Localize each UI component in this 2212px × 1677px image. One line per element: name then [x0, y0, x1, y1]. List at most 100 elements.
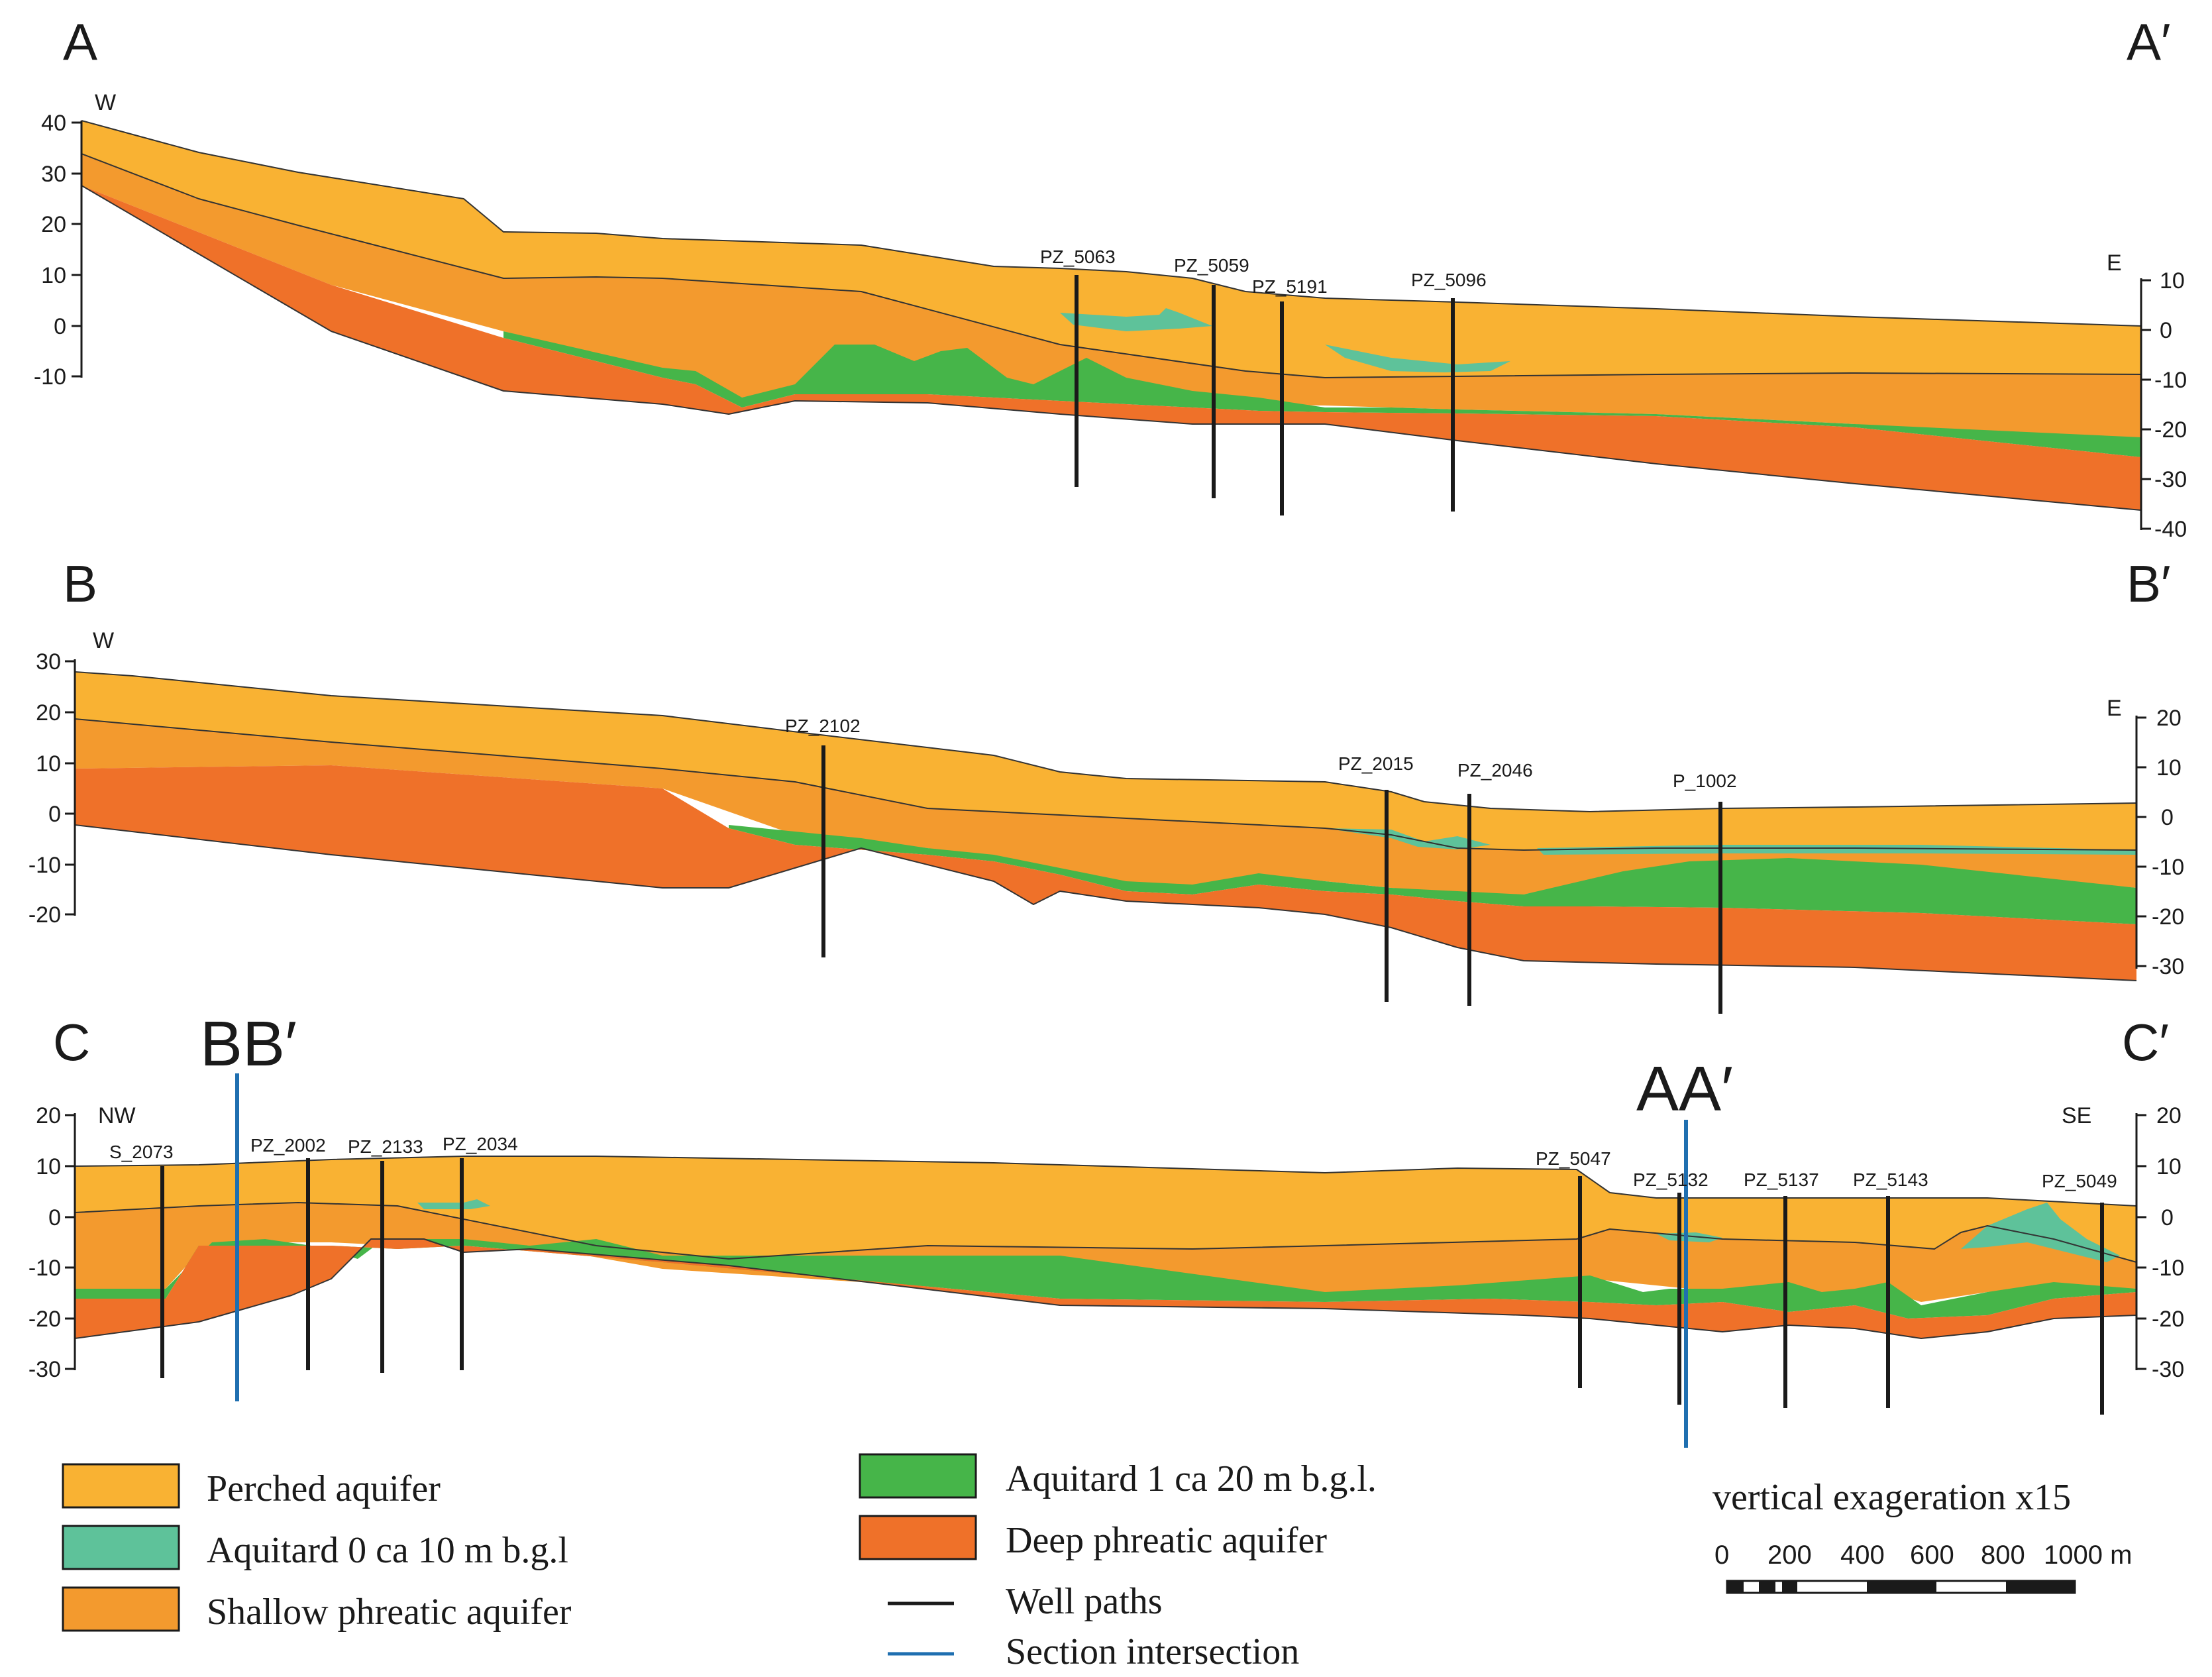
- section-b-top-line: [74, 671, 2137, 812]
- section-c-right-ticks: 20 10 0 -10 -20 -30: [2136, 1103, 2184, 1382]
- section-c-well-label: PZ_5049: [2042, 1171, 2117, 1191]
- section-c-bottom-line: [74, 1238, 2137, 1339]
- section-b-perched-layer: [75, 672, 2136, 850]
- section-c-right-tick: 20: [2156, 1103, 2182, 1128]
- section-c-left-direction: NW: [98, 1103, 136, 1128]
- scale-caption: vertical exageration x15: [1712, 1477, 2071, 1518]
- section-b-bottom-line: [74, 824, 2137, 981]
- legend-label-well-paths: Well paths: [1006, 1581, 1163, 1622]
- section-a-left-tick: 40: [41, 111, 66, 136]
- legend-swatch-perched: [62, 1463, 180, 1509]
- legend-swatch-deep: [859, 1515, 977, 1560]
- section-c-well-label: PZ_2133: [348, 1136, 423, 1157]
- section-c-right-direction: SE: [2062, 1103, 2091, 1128]
- section-a-left-ticks: 40 30 20 10 0 -10: [34, 111, 81, 390]
- section-a-left-tick: 0: [54, 314, 66, 339]
- section-a-perched-layer: [81, 121, 2141, 378]
- section-b-right-tick: -30: [2152, 954, 2184, 979]
- section-b-left-tick: 0: [48, 802, 61, 827]
- scale-label-600: 600: [1910, 1541, 1954, 1570]
- section-a-right-tick: 0: [2160, 318, 2172, 343]
- legend: Perched aquifer Aquitard 0 ca 10 m b.g.l…: [62, 1453, 1377, 1672]
- section-c-well-label: PZ_5047: [1536, 1148, 1611, 1169]
- section-b-right-direction: E: [2107, 696, 2122, 721]
- section-c-shallow-layer: [75, 1203, 2136, 1302]
- scale-label-0: 0: [1714, 1541, 1729, 1570]
- legend-swatch-aquitard1: [859, 1453, 977, 1499]
- scale-bar-segment: [1867, 1581, 1936, 1593]
- section-a-left-tick: 20: [41, 212, 66, 237]
- section-a-left-direction: W: [95, 90, 116, 115]
- section-a: PZ_5063 PZ_5059 PZ_5191 PZ_5096 A A′ W E…: [34, 13, 2187, 542]
- section-a-aquitard0-lens-2: [1325, 345, 1510, 372]
- section-b-left-tick: 20: [36, 700, 61, 726]
- section-a-well-label: PZ_5096: [1411, 270, 1487, 290]
- section-b: PZ_2102 PZ_2015 PZ_2046 P_1002 B B′ W E …: [28, 555, 2184, 1014]
- section-b-right-ticks: 20 10 0 -10 -20 -30: [2136, 706, 2184, 979]
- section-c-left-tick: 20: [36, 1103, 61, 1128]
- section-a-right-direction: E: [2107, 250, 2122, 276]
- section-a-start-label: A: [63, 13, 97, 71]
- section-a-bottom-line: [81, 185, 2142, 511]
- section-c-well-label: S_2073: [109, 1142, 174, 1162]
- section-c-well-label: PZ_2002: [250, 1135, 326, 1156]
- scale-bar: vertical exageration x15 0 200 400 600 8…: [1712, 1477, 2132, 1594]
- section-c-right-tick: 10: [2156, 1154, 2182, 1179]
- section-c-right-tick: -10: [2152, 1256, 2184, 1281]
- legend-label-section-intersection: Section intersection: [1006, 1631, 1299, 1672]
- legend-label-perched: Perched aquifer: [207, 1468, 441, 1509]
- section-c-intersection-label-bb: BB′: [200, 1008, 297, 1079]
- section-c-well-label: PZ_2034: [443, 1134, 518, 1154]
- section-c-right-tick: 0: [2161, 1205, 2174, 1230]
- legend-label-deep: Deep phreatic aquifer: [1006, 1520, 1327, 1561]
- legend-label-aquitard1: Aquitard 1 ca 20 m b.g.l.: [1006, 1458, 1377, 1499]
- section-c-left-tick: -10: [28, 1256, 61, 1281]
- section-a-well-label: PZ_5191: [1252, 276, 1328, 297]
- section-a-right-tick: -30: [2154, 467, 2187, 492]
- section-c-right-tick: -20: [2152, 1307, 2184, 1332]
- section-c-left-ticks: 20 10 0 -10 -20 -30: [28, 1103, 75, 1382]
- section-c-end-label: C′: [2122, 1013, 2169, 1071]
- section-a-well-label: PZ_5059: [1174, 255, 1249, 276]
- section-b-left-tick: -20: [28, 902, 61, 928]
- section-c-start-label: C: [53, 1013, 90, 1071]
- legend-swatch-shallow: [62, 1586, 180, 1632]
- section-b-well-label: PZ_2015: [1338, 753, 1414, 774]
- section-b-right-tick: -20: [2152, 904, 2184, 930]
- section-a-right-tick: -20: [2154, 417, 2187, 443]
- section-c-aquitard0-lens: [417, 1199, 490, 1209]
- section-b-left-tick: 30: [36, 649, 61, 675]
- section-a-right-tick: -40: [2154, 517, 2187, 542]
- section-c-aquitard0-dome: [1961, 1203, 2120, 1262]
- section-a-right-ticks: 10 0 -10 -20 -30 -40: [2141, 268, 2187, 542]
- section-b-right-tick: 10: [2156, 755, 2182, 781]
- section-a-aquitard1-layer: [503, 331, 2141, 457]
- scale-label-1000m: 1000 m: [2044, 1541, 2132, 1570]
- section-b-boundary-1: [74, 718, 2137, 851]
- scale-bar-segment: [2006, 1581, 2075, 1593]
- section-c-deep-layer: [75, 1239, 2136, 1338]
- section-a-right-tick: 10: [2160, 268, 2185, 294]
- section-c-well-label: PZ_5143: [1853, 1169, 1928, 1190]
- legend-swatch-aquitard0: [62, 1525, 180, 1570]
- section-c-well-label: PZ_5132: [1633, 1169, 1709, 1190]
- scale-label-400: 400: [1840, 1541, 1885, 1570]
- scale-label-200: 200: [1767, 1541, 1812, 1570]
- section-c-left-tick: -20: [28, 1307, 61, 1332]
- section-c-top-line: [74, 1156, 2137, 1207]
- section-b-aquitard1-layer: [729, 825, 2136, 924]
- legend-label-shallow: Shallow phreatic aquifer: [207, 1592, 572, 1633]
- section-b-start-label: B: [63, 555, 97, 613]
- section-a-top-line: [81, 120, 2142, 327]
- section-c-well-label: PZ_5137: [1744, 1169, 1819, 1190]
- section-c-aquitard1-layer: [75, 1239, 2136, 1319]
- section-a-boundary-1: [81, 153, 2142, 378]
- scale-bar-segment: [1759, 1581, 1775, 1593]
- section-c-left-tick: 10: [36, 1154, 61, 1179]
- section-b-well-label: PZ_2102: [785, 716, 861, 736]
- section-b-end-label: B′: [2127, 555, 2171, 613]
- section-b-right-tick: 0: [2161, 805, 2174, 830]
- section-c-left-tick: 0: [48, 1205, 61, 1230]
- section-a-well-label: PZ_5063: [1040, 246, 1116, 267]
- scale-bar-segment: [1727, 1581, 1744, 1593]
